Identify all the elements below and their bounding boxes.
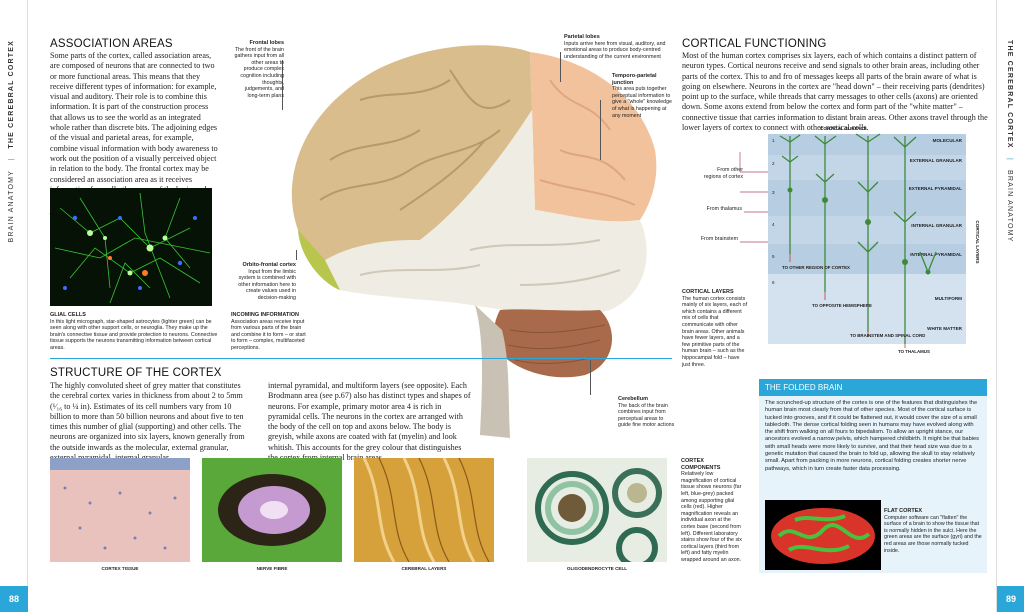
micro-caption-nerve-fibre: NERVE FIBRE [256, 566, 288, 571]
glial-caption-title: GLIAL CELLS [50, 312, 86, 318]
cerebral-layers-micrograph [354, 458, 494, 562]
cerebellum-label: Cerebellum The back of the brain combine… [618, 396, 676, 429]
layer-name-2: EXTERNAL GRANULAR [910, 158, 963, 163]
output-thalamus: TO THALAMUS [898, 349, 930, 354]
cerebellum-leader [590, 360, 591, 395]
cortical-layers-caption-title: CORTICAL LAYERS [682, 289, 734, 295]
cortical-surface-label: CORTICAL SURFACE [820, 126, 867, 131]
output-brainstem: TO BRAINSTEM AND SPINAL CORD [850, 333, 925, 338]
brain-illustration [291, 45, 657, 438]
input-brainstem: From brainstem [700, 236, 738, 242]
orbito-frontal-region [298, 230, 340, 290]
running-head-separator: | [1006, 157, 1013, 161]
cortical-layers-caption: CORTICAL LAYERS The human cortex consist… [682, 289, 748, 368]
temporo-leader [600, 100, 601, 160]
orbito-leader [296, 250, 297, 260]
layer-number-4: 4 [772, 222, 775, 227]
micro-caption-cerebral-layers: CEREBRAL LAYERS [401, 566, 447, 571]
orbito-frontal-label: Orbito-frontal cortex Input from the lim… [234, 262, 296, 302]
folded-brain-text: The scrunched-up structure of the cortex… [765, 400, 980, 472]
cortex-tissue-micrograph [50, 458, 190, 562]
temporal-lobe [325, 110, 647, 317]
layer-name-3: EXTERNAL PYRAMIDAL [909, 186, 962, 191]
neuron-drawings [779, 133, 937, 344]
running-head-separator: | [8, 157, 15, 161]
glial-caption-text: In this light micrograph, star-shaped as… [50, 318, 218, 351]
cortical-layers-caption-text: The human cortex consists mainly of six … [682, 295, 748, 368]
layer-name-6: MULTIFORM [935, 296, 962, 301]
output-other-region: TO OTHER REGION OF CORTEX [782, 265, 850, 270]
layer-number-3: 3 [772, 190, 775, 195]
frontal-label: Frontal lobes The front of the brain gat… [234, 40, 284, 99]
flat-cortex-image [765, 500, 881, 570]
layer-number-5: 5 [772, 254, 775, 259]
components-title: CORTEX COMPONENTS [681, 458, 721, 471]
structure-text-col1: The highly convoluted sheet of grey matt… [50, 381, 245, 463]
input-other-regions: From other regions of cortex [703, 167, 743, 180]
cerebellum [494, 309, 612, 378]
layer-number-2: 2 [772, 161, 775, 166]
left-page-edge: BRAIN ANATOMY | THE CEREBRAL CORTEX 88 [0, 0, 28, 612]
structure-text-col2: internal pyramidal, and multiform layers… [268, 381, 471, 463]
frontal-label-title: Frontal lobes [249, 40, 284, 46]
micro-caption-cortex-tissue: CORTEX TISSUE [101, 566, 139, 571]
incoming-title: INCOMING INFORMATION [231, 312, 300, 318]
layer-number-1: 1 [772, 138, 775, 143]
running-head-section: BRAIN ANATOMY [1006, 169, 1013, 243]
left-page-number: 88 [0, 586, 28, 612]
temporo-label-title: Temporo-parietal junction [612, 73, 657, 86]
nerve-fibre-micrograph [202, 458, 342, 562]
flat-cortex-text: Computer software can "flatten" the surf… [884, 514, 982, 554]
parietal-label-title: Parietal lobes [564, 34, 600, 40]
right-page-number: 89 [997, 586, 1024, 612]
functioning-heading: CORTICAL FUNCTIONING [682, 38, 827, 50]
frontal-leader [282, 60, 283, 110]
cortex-components-caption: CORTEX COMPONENTS Relatively low magnifi… [681, 458, 743, 564]
parietal-leader [560, 52, 561, 82]
parietal-label: Parietal lobes Inputs arrive here from v… [564, 34, 674, 60]
input-thalamus: From thalamus [706, 206, 742, 212]
folded-brain-title: THE FOLDED BRAIN [759, 379, 987, 396]
left-running-head: BRAIN ANATOMY | THE CEREBRAL CORTEX [8, 40, 15, 243]
micro-caption-oligodendrocyte: OLIGODENDROCYTE CELL [566, 566, 628, 571]
functioning-text: Most of the human cortex comprises six l… [682, 51, 988, 133]
cerebellum-label-text: The back of the brain combines input fro… [618, 402, 675, 429]
cortical-layers-side-label: CORTICAL LAYERS [975, 220, 980, 263]
temporo-parietal-label: Temporo-parietal junction This area puts… [612, 73, 674, 119]
incoming-information-caption: INCOMING INFORMATION Association areas r… [231, 312, 306, 352]
layer-bands [768, 134, 966, 344]
running-head-section: BRAIN ANATOMY [8, 169, 15, 243]
structure-heading: STRUCTURE OF THE CORTEX [50, 367, 222, 379]
layer-name-4: INTERNAL GRANULAR [911, 223, 962, 228]
glial-caption: GLIAL CELLS In this light micrograph, st… [50, 312, 220, 352]
incoming-text: Association areas receive input from var… [231, 318, 306, 351]
cortical-layers-diagram: CORTICAL SURFACE MOLECULAR EXTERNAL GRAN… [739, 126, 980, 354]
oligodendrocyte-micrograph [527, 458, 667, 562]
layer-number-6: 6 [772, 280, 775, 285]
right-running-head: THE CEREBRAL CORTEX | BRAIN ANATOMY [1006, 40, 1013, 243]
association-heading: ASSOCIATION AREAS [50, 38, 173, 50]
orbito-label-title: Orbito-frontal cortex [242, 262, 296, 268]
temporo-label-text: This area puts together perceptual infor… [612, 86, 673, 119]
orbito-label-text: Input from the limbic system is combined… [238, 268, 296, 301]
layer-name-1: MOLECULAR [933, 138, 963, 143]
layer-name-5: INTERNAL PYRAMIDAL [910, 252, 962, 257]
running-head-chapter: THE CEREBRAL CORTEX [1006, 40, 1013, 149]
flat-cortex-caption: FLAT CORTEX Computer software can "flatt… [884, 508, 984, 554]
flat-cortex-title: FLAT CORTEX [884, 508, 923, 514]
components-text: Relatively low magnification of cortical… [681, 471, 742, 563]
running-head-chapter: THE CEREBRAL CORTEX [8, 40, 15, 149]
glial-cells-micrograph [50, 188, 212, 306]
layer-name-white: WHITE MATTER [927, 326, 963, 331]
brainstem [475, 305, 510, 438]
section-divider [50, 358, 672, 359]
frontal-label-text: The front of the brain gathers input fro… [234, 46, 284, 99]
right-page-edge: THE CEREBRAL CORTEX | BRAIN ANATOMY 89 [996, 0, 1024, 612]
cerebellum-label-title: Cerebellum [618, 396, 648, 402]
output-opposite-hemisphere: TO OPPOSITE HEMISPHERE [812, 303, 872, 308]
parietal-label-text: Inputs arrive here from visual, auditory… [564, 40, 666, 60]
